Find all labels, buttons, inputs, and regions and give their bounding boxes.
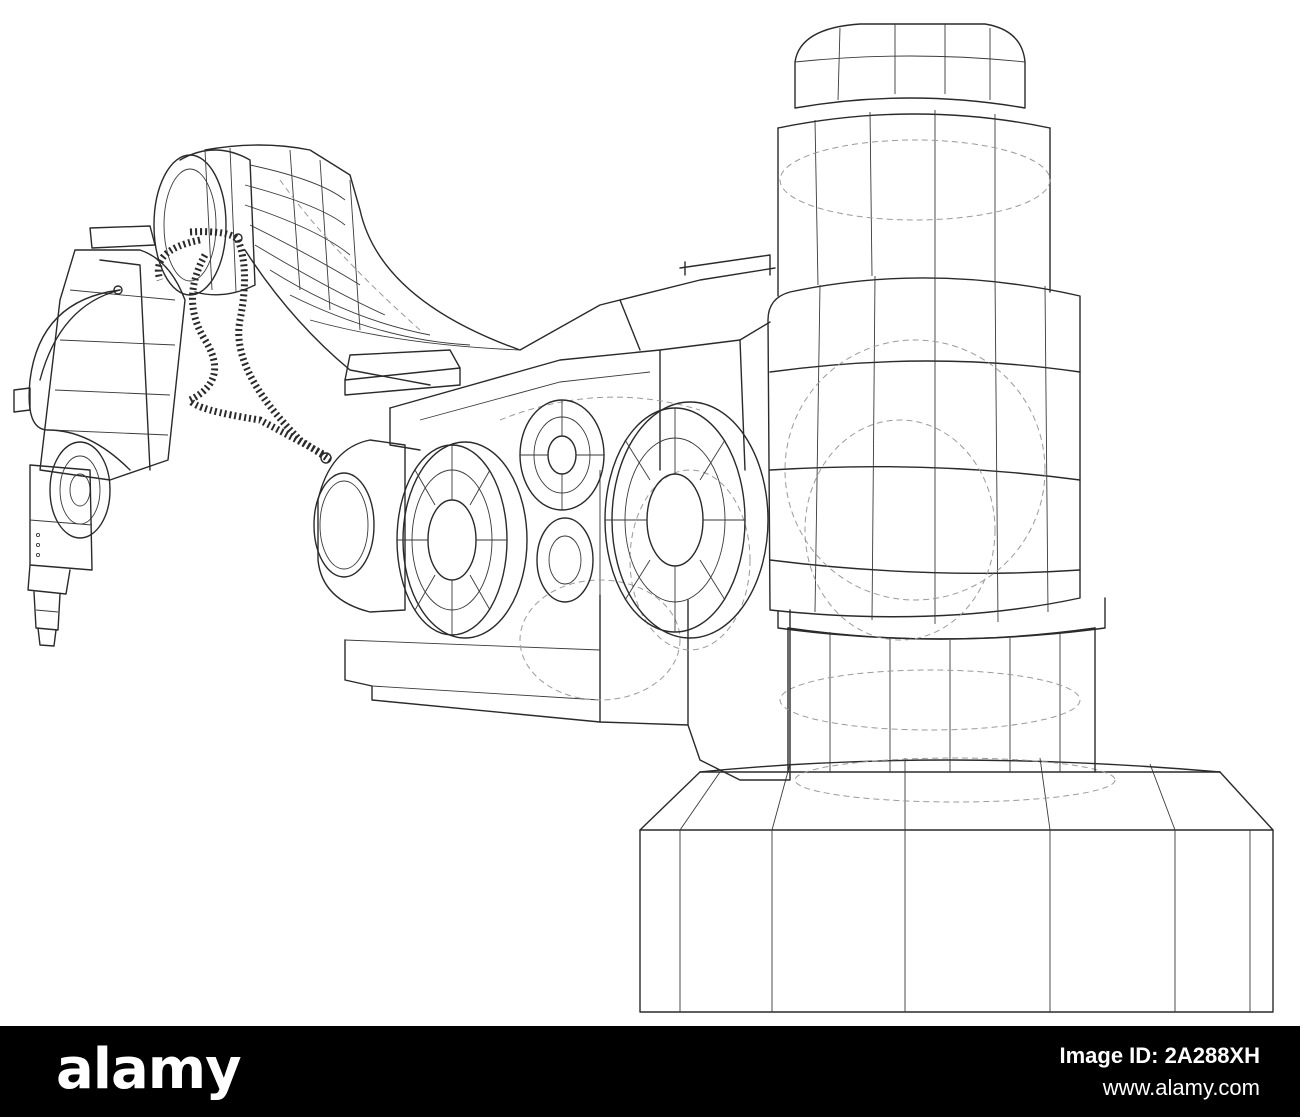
base-pedestal: [639, 757, 1274, 1013]
tool-spindle: [27, 464, 93, 647]
image-id-label: Image ID: 2A288XH: [1059, 1043, 1260, 1068]
cable-hoses: [28, 228, 332, 471]
vertical-column: [767, 23, 1106, 773]
forearm-wrist: [13, 225, 186, 539]
arm-housing: [204, 144, 791, 781]
elbow-joint: [153, 147, 256, 296]
image-meta: Image ID: 2A288XH www.alamy.com: [1059, 1040, 1260, 1104]
robot-arm-wireframe: [13, 23, 1274, 1013]
robot-arm-illustration: [13, 23, 1274, 1013]
watermark-footer: alamy Image ID: 2A288XH www.alamy.com: [0, 1026, 1300, 1117]
site-url: www.alamy.com: [1102, 1075, 1260, 1100]
brand-logo: alamy: [56, 1037, 242, 1102]
gear-assembly: [313, 399, 769, 639]
